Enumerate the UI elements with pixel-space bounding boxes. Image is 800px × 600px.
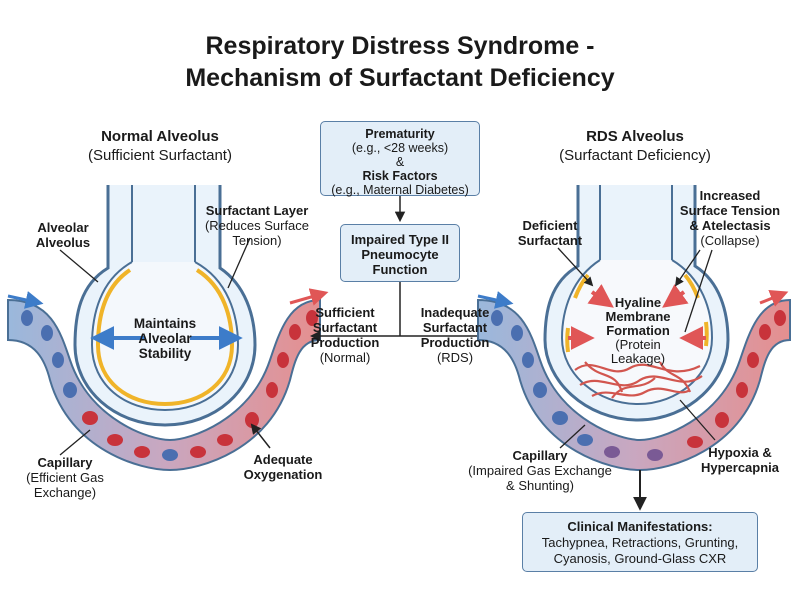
impaired-line: Function — [372, 262, 428, 277]
stability-line: Stability — [138, 346, 192, 361]
oxygenation-line: Adequate — [253, 452, 313, 467]
risk-factors-label: Risk Factors — [362, 169, 438, 183]
impaired-pneumocyte-box: Impaired Type II Pneumocyte Function — [340, 224, 460, 282]
left-header-block: Normal Alveolus (Sufficient Surfactant) — [60, 127, 260, 165]
capillary-title: Capillary — [512, 448, 568, 463]
capillary-title: Capillary — [37, 455, 93, 470]
stability-line: Maintains — [133, 316, 197, 331]
hyaline-membrane-label: Hyaline Membrane Formation (Protein Leak… — [592, 296, 684, 366]
inadequate-line: Inadequate — [420, 305, 490, 320]
hypoxia-label: Hypoxia & Hypercapnia — [690, 445, 790, 475]
tension-line: Surface Tension — [679, 203, 781, 218]
sufficient-line: Sufficient — [315, 305, 375, 320]
page-title: Respiratory Distress Syndrome - Mechanis… — [0, 30, 800, 94]
left-red-blood-cells — [21, 310, 318, 461]
stability-line: Alveolar — [138, 331, 192, 346]
clinical-line: Tachypnea, Retractions, Grunting, — [541, 535, 739, 550]
ampersand: & — [395, 155, 405, 169]
risk-factors-example: (e.g., Maternal Diabetes) — [331, 183, 469, 197]
sufficient-line: Surfactant — [312, 320, 378, 335]
clinical-line: Cyanosis, Ground-Glass CXR — [553, 551, 727, 566]
oxygenation-line: Oxygenation — [243, 467, 323, 482]
hyaline-line: Membrane — [605, 309, 671, 324]
sufficient-production-label: Sufficient Surfactant Production (Normal… — [300, 305, 390, 365]
capillary-desc: & Shunting) — [506, 478, 574, 493]
rds-alveolus-header: RDS Alveolus — [586, 128, 684, 145]
hyaline-line: (Protein — [615, 337, 661, 352]
capillary-desc: (Impaired Gas Exchange — [468, 463, 612, 478]
title-line-1: Respiratory Distress Syndrome - — [205, 32, 595, 60]
inadequate-line: Surfactant — [422, 320, 488, 335]
capillary-desc: (Efficient Gas — [26, 470, 104, 485]
hyaline-line: Leakage) — [610, 351, 666, 366]
surfactant-layer — [95, 268, 235, 407]
sufficient-line: Production — [310, 335, 380, 350]
hyaline-line: Hyaline — [614, 295, 662, 310]
right-capillary-vessel — [477, 298, 791, 472]
clinical-manifestations-box: Clinical Manifestations: Tachypnea, Retr… — [522, 512, 758, 572]
tension-line: & Atelectasis — [689, 218, 771, 233]
prematurity-label: Prematurity — [365, 127, 435, 141]
clinical-title: Clinical Manifestations: — [567, 519, 713, 534]
impaired-line: Pneumocyte — [361, 247, 439, 262]
hypoxia-line: Hypoxia & — [708, 445, 772, 460]
deficient-line: Deficient — [522, 218, 578, 233]
risk-factors-box: Prematurity (e.g., <28 weeks) & Risk Fac… — [320, 121, 480, 197]
alveolar-label-line: Alveolar — [37, 220, 89, 235]
normal-alveolus-subheader: (Sufficient Surfactant) — [88, 147, 232, 164]
normal-alveolus — [7, 185, 329, 472]
normal-alveolus-header: Normal Alveolus — [101, 128, 219, 145]
inadequate-line: (RDS) — [436, 350, 474, 365]
hyaline-line: Formation — [606, 323, 670, 338]
hyaline-membrane-strands — [574, 361, 703, 399]
surfactant-layer-desc: Tension) — [232, 233, 282, 248]
increased-tension-label: Increased Surface Tension & Atelectasis … — [665, 188, 795, 248]
surfactant-layer-label: Surfactant Layer (Reduces Surface Tensio… — [192, 203, 322, 248]
surfactant-layer-title: Surfactant Layer — [205, 203, 309, 218]
sufficient-line: (Normal) — [319, 350, 371, 365]
right-header-block: RDS Alveolus (Surfactant Deficiency) — [535, 127, 735, 165]
right-red-blood-cells — [491, 310, 786, 461]
rds-alveolus — [477, 185, 791, 472]
alveolar-label-line: Alveolus — [35, 235, 91, 250]
title-line-2: Mechanism of Surfactant Deficiency — [185, 64, 615, 92]
hypoxia-line: Hypercapnia — [700, 460, 780, 475]
inadequate-production-label: Inadequate Surfactant Production (RDS) — [410, 305, 500, 365]
tension-line: (Collapse) — [700, 233, 760, 248]
alveolar-alveolus-label: Alveolar Alveolus — [18, 220, 108, 250]
maintains-stability-label: Maintains Alveolar Stability — [115, 316, 215, 361]
surfactant-layer-desc: (Reduces Surface — [204, 218, 310, 233]
left-capillary-label: Capillary (Efficient Gas Exchange) — [10, 455, 120, 500]
capillary-desc: Exchange) — [33, 485, 97, 500]
deficient-surfactant-label: Deficient Surfactant — [505, 218, 595, 248]
inadequate-line: Production — [420, 335, 490, 350]
deficient-line: Surfactant — [517, 233, 583, 248]
impaired-line: Impaired Type II — [350, 232, 449, 247]
prematurity-example: (e.g., <28 weeks) — [351, 141, 449, 155]
tension-line: Increased — [699, 188, 761, 203]
rds-alveolus-subheader: (Surfactant Deficiency) — [559, 147, 711, 164]
adequate-oxygenation-label: Adequate Oxygenation — [228, 452, 338, 482]
right-capillary-label: Capillary (Impaired Gas Exchange & Shunt… — [455, 448, 625, 493]
